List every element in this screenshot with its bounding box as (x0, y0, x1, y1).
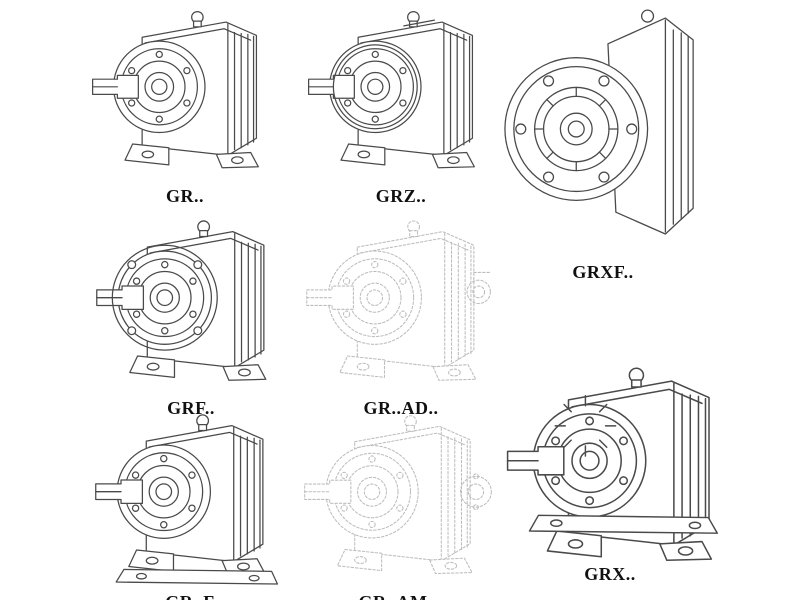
catalog-cell-grx: GRX.. (492, 300, 728, 585)
grxf-gearbox-illustration (499, 2, 707, 260)
grz-gearbox-illustration (301, 2, 501, 184)
catalog-cell-grff: GR..F (84, 406, 296, 600)
model-label-gr: GR.. (166, 186, 204, 206)
grad-gearbox-illustration (299, 212, 491, 396)
catalog-cell-grf: GRF.. (86, 212, 296, 419)
grx-gearbox-illustration (494, 300, 719, 562)
gr-gearbox-illustration (85, 2, 285, 184)
catalog-cell-grz: GRZ.. (298, 2, 504, 207)
model-label-grxf: GRXF.. (572, 262, 634, 282)
catalog-cell-grad: GR..AD.. (296, 212, 506, 419)
catalog-cell-gram: GR..AM.. (294, 406, 502, 600)
catalog-cell-gr: GR.. (82, 2, 288, 207)
catalog-cell-grxf: GRXF.. (496, 2, 710, 283)
model-label-grff: GR..F (165, 592, 215, 600)
grff-gearbox-illustration (87, 406, 279, 585)
grf-gearbox-illustration (89, 212, 293, 396)
model-label-grad: GR..AD.. (363, 398, 439, 418)
model-label-grz: GRZ.. (375, 186, 427, 206)
gram-gearbox-illustration (297, 406, 492, 590)
model-label-gram: GR..AM.. (359, 592, 438, 600)
model-label-grf: GRF.. (167, 398, 215, 418)
model-label-grx: GRX.. (584, 564, 636, 584)
